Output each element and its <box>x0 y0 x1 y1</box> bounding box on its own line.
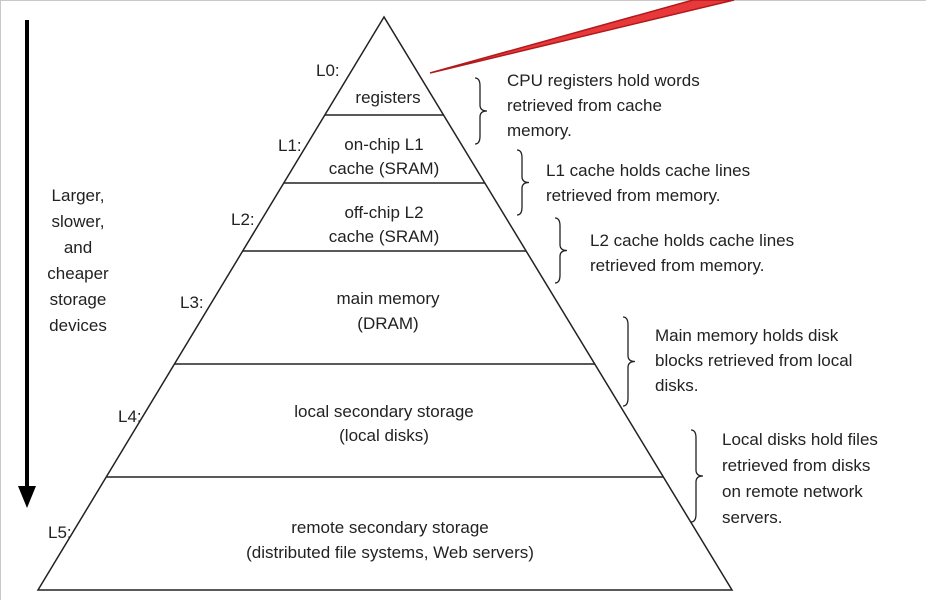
level-description-line: retrieved from memory. <box>590 256 764 275</box>
level-label-line: registers <box>355 88 420 107</box>
level-brace <box>516 149 530 216</box>
level-brace <box>622 316 636 407</box>
level-labels: registers on-chip L1 cache (SRAM) off-chip … <box>246 88 534 562</box>
level-label-line: (local disks) <box>339 426 429 445</box>
level-description-line: servers. <box>722 508 782 527</box>
braces <box>474 77 704 523</box>
level-description-line: Local disks hold files <box>722 430 878 449</box>
level-description-line: L1 cache holds cache lines <box>546 161 750 180</box>
level-descriptions: CPU registers hold words retrieved from c… <box>507 71 878 527</box>
level-id: L4: <box>118 407 142 426</box>
level-description-line: on remote network <box>722 482 863 501</box>
level-description-line: retrieved from cache <box>507 96 662 115</box>
level-brace <box>690 429 704 523</box>
level-brace <box>554 217 568 284</box>
level-id: L2: <box>231 210 255 229</box>
level-label-line: cache (SRAM) <box>329 227 440 246</box>
level-label-line: main memory <box>337 289 440 308</box>
level-description-line: blocks retrieved from local <box>655 351 852 370</box>
level-id: L5: <box>48 523 72 542</box>
level-label-line: on-chip L1 <box>344 135 423 154</box>
size-arrow-head <box>18 486 36 508</box>
arrow-caption-line: cheaper <box>47 264 109 283</box>
level-label-line: (distributed file systems, Web servers) <box>246 543 534 562</box>
level-label-line: remote secondary storage <box>291 518 489 537</box>
level-brace <box>474 77 488 145</box>
arrow-caption: Larger, slower, and cheaper storage devices <box>47 186 109 335</box>
level-description-line: CPU registers hold words <box>507 71 700 90</box>
arrow-caption-line: slower, <box>52 212 105 231</box>
level-id: L1: <box>278 136 302 155</box>
level-ids: L0: L1: L2: L3: L4: L5: <box>48 61 340 542</box>
callout-pointer <box>429 0 735 74</box>
level-id: L3: <box>180 293 204 312</box>
level-description-line: L2 cache holds cache lines <box>590 231 794 250</box>
level-label-line: local secondary storage <box>294 402 474 421</box>
level-label-line: off-chip L2 <box>344 203 423 222</box>
level-description-line: memory. <box>507 121 572 140</box>
arrow-caption-line: devices <box>49 316 107 335</box>
level-label-line: cache (SRAM) <box>329 159 440 178</box>
level-dividers <box>106 114 664 478</box>
level-id: L0: <box>316 61 340 80</box>
arrow-caption-line: and <box>64 238 92 257</box>
arrow-caption-line: storage <box>50 290 107 309</box>
level-label-line: (DRAM) <box>357 314 418 333</box>
level-description-line: retrieved from disks <box>722 456 870 475</box>
level-description-line: Main memory holds disk <box>655 326 839 345</box>
level-description-line: disks. <box>655 376 698 395</box>
pyramid-outline <box>36 15 734 591</box>
arrow-caption-line: Larger, <box>52 186 105 205</box>
level-description-line: retrieved from memory. <box>546 186 720 205</box>
